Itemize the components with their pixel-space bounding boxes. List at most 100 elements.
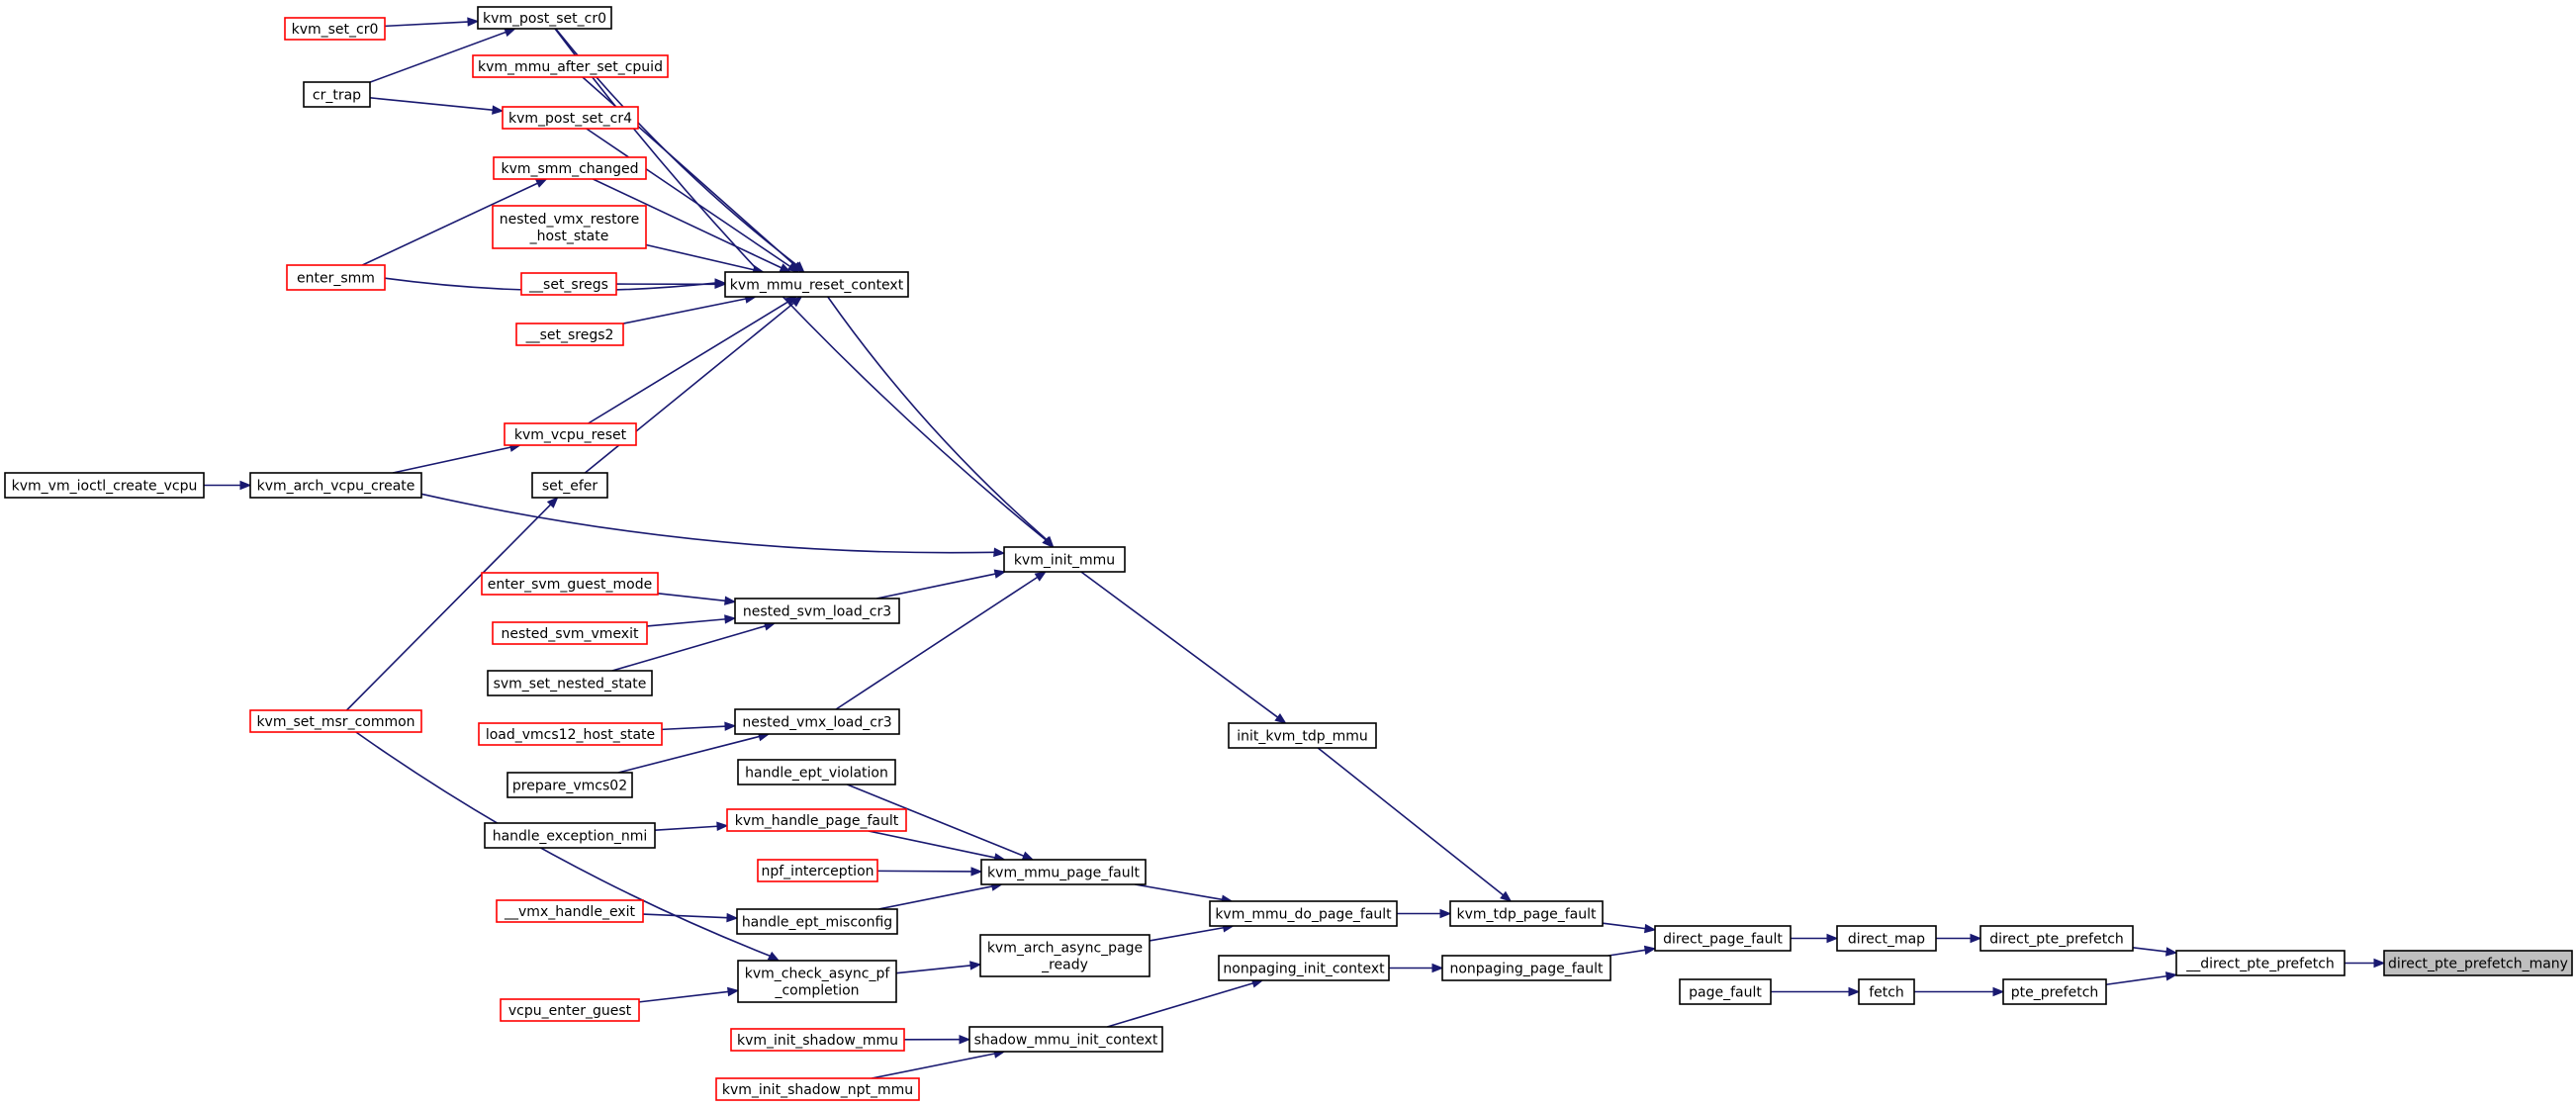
call-edge-arrowhead (790, 296, 803, 308)
function-node-__direct_pte_prefetch[interactable]: __direct_pte_prefetch (2175, 950, 2346, 976)
function-node-handle_ept_violation[interactable]: handle_ept_violation (737, 759, 896, 785)
function-node-nested_vmx_restore_host_state[interactable]: nested_vmx_restore_host_state (492, 205, 647, 249)
function-node-label: vcpu_enter_guest (508, 1003, 632, 1019)
function-node-page_fault[interactable]: page_fault (1679, 978, 1772, 1005)
call-edge-kvm_mmu_do_page_fault-to-kvm_tdp_page_fault (1397, 908, 1452, 919)
call-edge-arrowhead (726, 912, 739, 923)
call-edge-line (611, 625, 766, 672)
function-node-label: page_fault (1689, 985, 1762, 1001)
function-node-shadow_mmu_init_context[interactable]: shadow_mmu_init_context (968, 1026, 1163, 1053)
function-node-kvm_arch_vcpu_create[interactable]: kvm_arch_vcpu_create (249, 472, 422, 499)
function-node-box (736, 908, 898, 935)
function-node-box (734, 598, 900, 624)
call-edge-init_kvm_tdp_mmu-to-kvm_tdp_page_fault (1317, 747, 1513, 902)
function-node-kvm_smm_changed[interactable]: kvm_smm_changed (493, 156, 647, 180)
function-node-kvm_init_shadow_mmu[interactable]: kvm_init_shadow_mmu (730, 1028, 905, 1052)
function-node-label: __vmx_handle_exit (504, 904, 635, 920)
function-node-nested_svm_load_cr3[interactable]: nested_svm_load_cr3 (734, 598, 900, 624)
function-node-__set_sregs2[interactable]: __set_sregs2 (515, 323, 624, 346)
call-edge-arrowhead (534, 178, 548, 188)
function-node-nonpaging_init_context[interactable]: nonpaging_init_context (1218, 955, 1390, 981)
call-edge-__vmx_handle_exit-to-handle_ept_misconfig (642, 912, 739, 923)
function-node-kvm_vm_ioctl_create_vcpu[interactable]: kvm_vm_ioctl_create_vcpu (4, 472, 205, 499)
call-edge-line (876, 870, 972, 873)
function-node-direct_map[interactable]: direct_map (1836, 925, 1937, 952)
function-node-__vmx_handle_exit[interactable]: __vmx_handle_exit (496, 899, 644, 923)
function-node-kvm_init_shadow_npt_mmu[interactable]: kvm_init_shadow_npt_mmu (715, 1077, 920, 1101)
call-edge-line (593, 178, 782, 269)
function-node-kvm_mmu_page_fault[interactable]: kvm_mmu_page_fault (980, 859, 1147, 885)
function-node-direct_pte_prefetch[interactable]: direct_pte_prefetch (1979, 925, 2134, 952)
function-node-direct_pte_prefetch_many[interactable]: direct_pte_prefetch_many (2383, 950, 2573, 976)
function-node-handle_exception_nmi[interactable]: handle_exception_nmi (484, 822, 656, 849)
function-node-label: kvm_init_shadow_npt_mmu (722, 1082, 913, 1098)
function-node-svm_set_nested_state[interactable]: svm_set_nested_state (487, 670, 653, 696)
function-node-box (477, 6, 612, 30)
function-node-label: shadow_mmu_init_context (974, 1033, 1158, 1049)
function-node-init_kvm_tdp_mmu[interactable]: init_kvm_tdp_mmu (1228, 722, 1377, 749)
function-node-kvm_set_msr_common[interactable]: kvm_set_msr_common (249, 709, 422, 733)
function-node-npf_interception[interactable]: npf_interception (757, 859, 878, 882)
call-edge-pte_prefetch-to-__direct_pte_prefetch (2105, 971, 2178, 986)
call-edge-handle_ept_misconfig-to-kvm_mmu_page_fault (878, 881, 1004, 910)
function-node-set_efer[interactable]: set_efer (531, 472, 608, 499)
call-edge-arrowhead (1034, 571, 1048, 582)
function-node-box (757, 859, 878, 882)
call-edge-arrowhead (714, 278, 727, 288)
function-node-fetch[interactable]: fetch (1858, 978, 1915, 1005)
function-node-kvm_mmu_after_set_cpuid[interactable]: kvm_mmu_after_set_cpuid (472, 54, 669, 78)
function-node-cr_trap[interactable]: cr_trap (303, 81, 371, 108)
function-node-kvm_vcpu_reset[interactable]: kvm_vcpu_reset (504, 422, 637, 446)
call-edge-vcpu_enter_guest-to-kvm_check_async_pf_completion (638, 986, 740, 1003)
function-node-kvm_set_cr0[interactable]: kvm_set_cr0 (284, 17, 386, 41)
call-edge-enter_svm_guest_mode-to-nested_svm_load_cr3 (657, 592, 737, 605)
call-edge-arrowhead (2373, 958, 2386, 969)
function-node-label: kvm_init_mmu (1014, 553, 1115, 569)
call-edge-arrowhead (724, 721, 737, 731)
function-node-box (1836, 925, 1937, 952)
function-node-pte_prefetch[interactable]: pte_prefetch (2002, 978, 2107, 1005)
function-node-kvm_check_async_pf_completion[interactable]: kvm_check_async_pf_completion (737, 960, 897, 1003)
function-node-vcpu_enter_guest[interactable]: vcpu_enter_guest (500, 998, 640, 1022)
function-node-prepare_vmcs02[interactable]: prepare_vmcs02 (506, 772, 633, 798)
function-node-kvm_post_set_cr0[interactable]: kvm_post_set_cr0 (477, 6, 612, 30)
call-edge-line (1317, 747, 1504, 896)
function-node-label: kvm_mmu_reset_context (730, 278, 904, 294)
call-edge-arrowhead (546, 497, 559, 508)
call-edge-line (1107, 982, 1253, 1028)
function-node-kvm_arch_async_page_ready[interactable]: kvm_arch_async_page_ready (979, 934, 1150, 977)
call-edge-line (617, 735, 760, 774)
call-edge-kvm_arch_vcpu_create-to-kvm_vcpu_reset (392, 442, 522, 474)
function-node-label: __direct_pte_prefetch (2185, 957, 2335, 972)
call-edge-kvm_check_async_pf_completion-to-kvm_arch_async_page_ready (895, 961, 982, 974)
function-node-kvm_mmu_reset_context[interactable]: kvm_mmu_reset_context (724, 271, 909, 298)
function-node-kvm_handle_page_fault[interactable]: kvm_handle_page_fault (726, 808, 907, 832)
function-node-handle_ept_misconfig[interactable]: handle_ept_misconfig (736, 908, 898, 935)
function-node-__set_sregs[interactable]: __set_sregs (520, 272, 617, 296)
function-node-enter_smm[interactable]: enter_smm (286, 264, 386, 291)
call-edge-cr_trap-to-kvm_post_set_cr4 (369, 97, 505, 115)
function-node-box (1209, 900, 1398, 927)
function-node-label: prepare_vmcs02 (512, 779, 627, 794)
function-node-kvm_tdp_page_fault[interactable]: kvm_tdp_page_fault (1449, 900, 1604, 927)
call-edge-npf_interception-to-kvm_mmu_page_fault (876, 867, 983, 877)
function-node-load_vmcs12_host_state[interactable]: load_vmcs12_host_state (478, 722, 663, 746)
function-node-kvm_mmu_do_page_fault[interactable]: kvm_mmu_do_page_fault (1209, 900, 1398, 927)
call-edge-arrowhead (767, 951, 781, 962)
function-node-box (484, 822, 656, 849)
function-node-direct_page_fault[interactable]: direct_page_fault (1654, 925, 1792, 952)
function-node-label: kvm_set_cr0 (292, 22, 379, 38)
function-node-enter_svm_guest_mode[interactable]: enter_svm_guest_mode (481, 572, 659, 596)
function-node-kvm_post_set_cr4[interactable]: kvm_post_set_cr4 (502, 106, 639, 130)
function-node-nonpaging_page_fault[interactable]: nonpaging_page_fault (1441, 955, 1611, 981)
function-node-box (531, 472, 608, 499)
function-node-nested_vmx_load_cr3[interactable]: nested_vmx_load_cr3 (734, 708, 900, 735)
call-edge-arrowhead (1970, 933, 1982, 944)
function-node-kvm_init_mmu[interactable]: kvm_init_mmu (1003, 546, 1126, 573)
function-node-label: direct_page_fault (1663, 932, 1783, 948)
function-node-nested_svm_vmexit[interactable]: nested_svm_vmexit (492, 621, 648, 645)
function-node-box (724, 271, 909, 298)
function-node-box (968, 1026, 1163, 1053)
call-edge-arrowhead (1643, 945, 1657, 956)
